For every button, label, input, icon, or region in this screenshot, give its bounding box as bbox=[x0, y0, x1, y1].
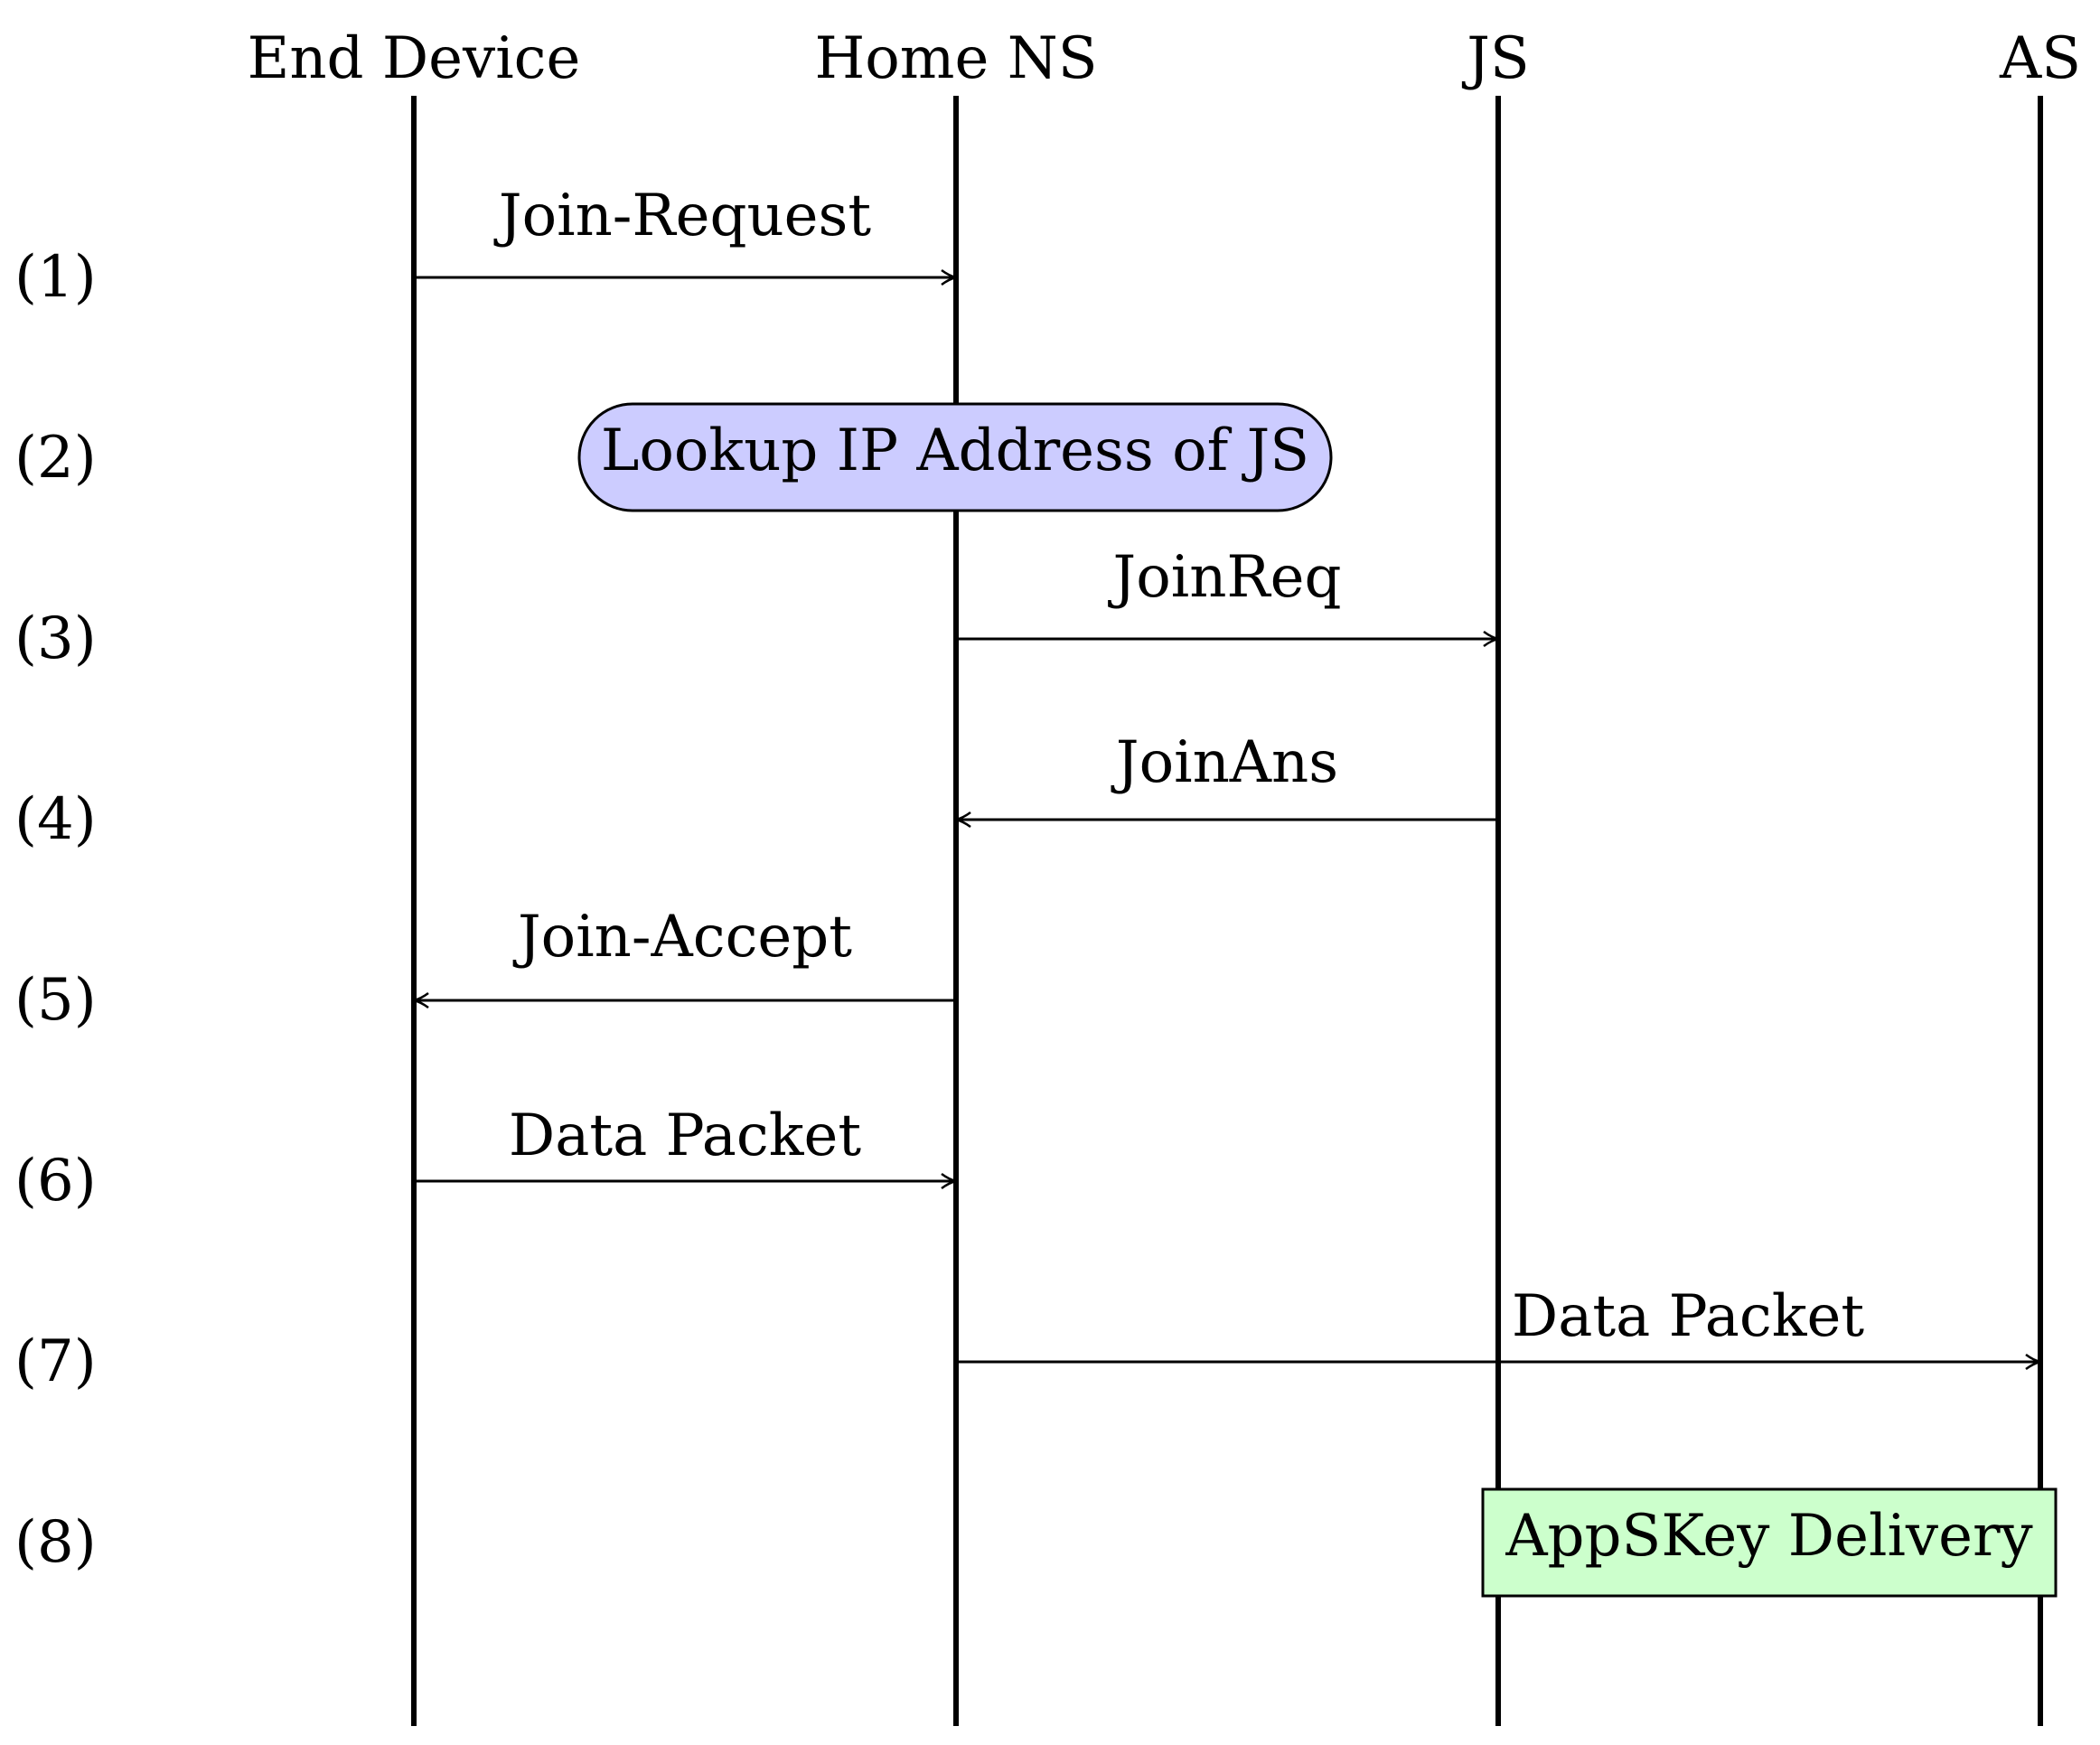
message-label-join-request: Join-Request bbox=[493, 183, 871, 249]
step-number-8: (8) bbox=[14, 1509, 97, 1576]
participant-as-label: AS bbox=[1999, 25, 2081, 92]
step-number-6: (6) bbox=[14, 1148, 97, 1215]
message-label-data-packet-1: Data Packet bbox=[509, 1102, 862, 1169]
participant-js-label: JS bbox=[1461, 25, 1530, 92]
step-number-5: (5) bbox=[14, 967, 97, 1034]
message-label-joinans: JoinAns bbox=[1111, 729, 1338, 796]
step-number-7: (7) bbox=[14, 1328, 97, 1395]
participant-end-device-label: End Device bbox=[248, 25, 581, 92]
step-number-4: (4) bbox=[14, 786, 97, 853]
step-number-2: (2) bbox=[14, 425, 97, 492]
process-box-lookup bbox=[577, 402, 1333, 512]
delivery-box-appskey bbox=[1481, 1487, 2058, 1598]
process-label-lookup: Lookup IP Address of JS bbox=[601, 417, 1309, 484]
step-number-1: (1) bbox=[14, 244, 97, 311]
step-number-3: (3) bbox=[14, 605, 97, 672]
message-label-joinreq: JoinReq bbox=[1108, 544, 1342, 611]
message-label-join-accept: Join-Accept bbox=[512, 904, 852, 971]
participant-home-ns-label: Home NS bbox=[814, 25, 1097, 92]
message-label-data-packet-2: Data Packet bbox=[1512, 1283, 1865, 1350]
delivery-label-appskey: AppSKey Delivery bbox=[1505, 1503, 2032, 1570]
